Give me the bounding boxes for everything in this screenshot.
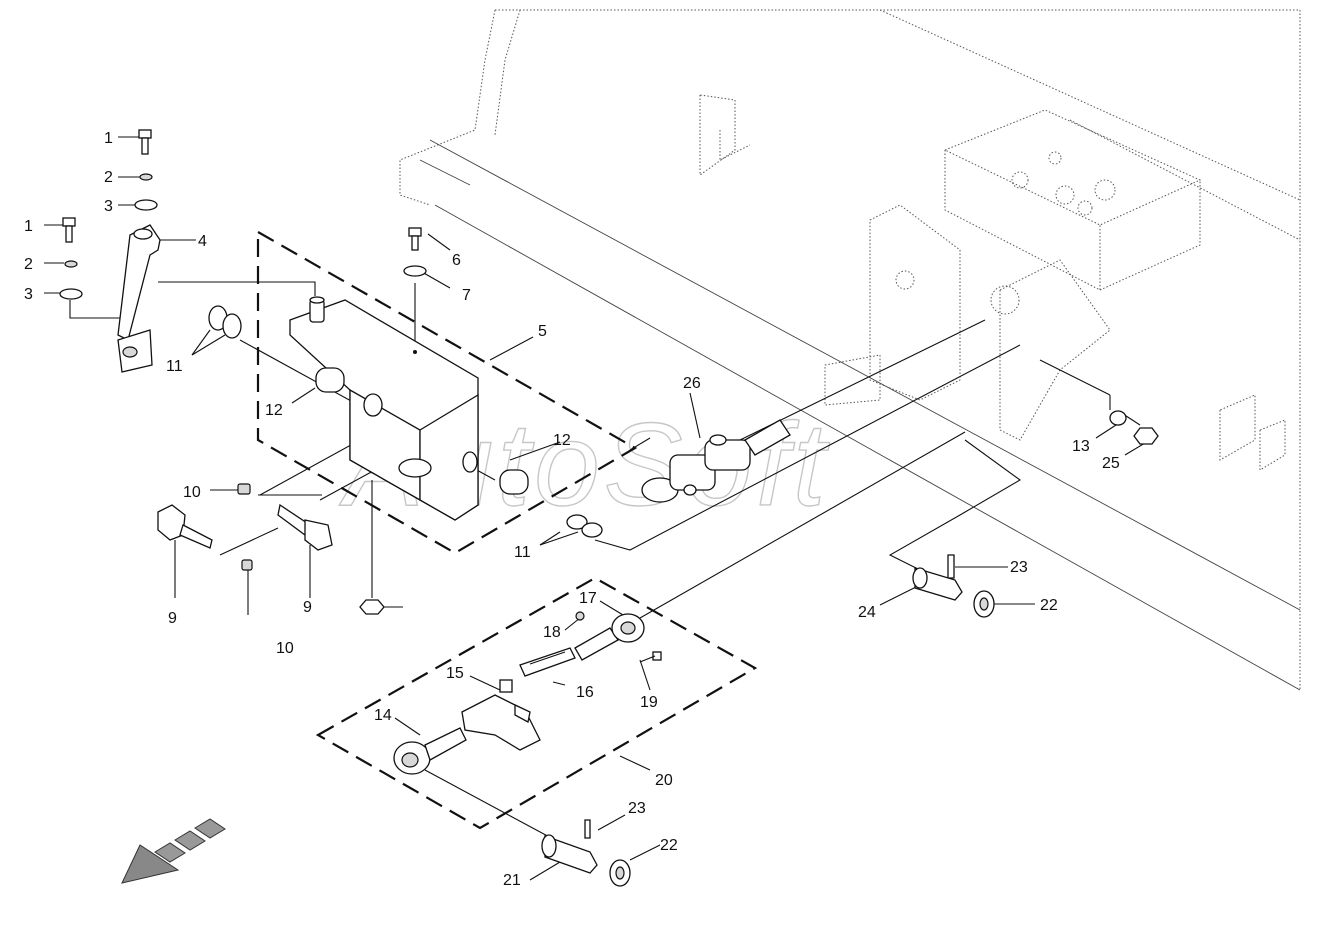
callout-20: 20 <box>655 772 673 789</box>
callout-25: 25 <box>1102 455 1120 472</box>
nut-8 <box>359 599 385 615</box>
callout-10: 10 <box>183 484 201 501</box>
callout-9: 9 <box>168 610 177 627</box>
o-ring-11-upper <box>208 305 242 339</box>
flat-washer-3-upper <box>134 199 158 211</box>
washer-13 <box>1109 410 1127 426</box>
callout-21: 21 <box>503 872 521 889</box>
callout-12: 12 <box>553 432 571 449</box>
callout-1: 1 <box>24 218 33 235</box>
washer-22-lower <box>609 859 631 887</box>
callout-22: 22 <box>1040 597 1058 614</box>
lock-washer-2-upper <box>139 173 153 181</box>
callout-17: 17 <box>579 590 597 607</box>
callout-11: 11 <box>166 358 183 375</box>
bushing-12-upper <box>315 367 345 393</box>
callout-14: 14 <box>374 707 392 724</box>
nut-18 <box>575 611 585 621</box>
washer-7 <box>403 265 427 277</box>
callout-5: 5 <box>538 323 547 340</box>
callout-13: 13 <box>1072 438 1090 455</box>
bolt-1-lower <box>62 217 76 243</box>
o-ring-11-lower <box>566 514 603 538</box>
callout-labels: 1 2 3 1 2 3 4 5 6 7 9 9 10 10 11 11 12 1… <box>24 130 1120 889</box>
callout-22: 22 <box>660 837 678 854</box>
callout-12: 12 <box>265 402 283 419</box>
rod-end-17 <box>574 613 645 661</box>
callout-11: 11 <box>514 544 531 561</box>
link-arm-4 <box>117 224 161 373</box>
bolt-1-upper <box>138 129 152 155</box>
callout-18: 18 <box>543 624 561 641</box>
callout-6: 6 <box>452 252 461 269</box>
support-bracket-5 <box>289 296 479 521</box>
bolt-19 <box>639 651 662 663</box>
pivot-bolt-9-right <box>277 503 333 551</box>
flat-washer-3-lower <box>59 288 83 300</box>
callout-4: 4 <box>198 233 207 250</box>
washer-22-upper <box>973 590 995 618</box>
machine-frame <box>399 9 1301 691</box>
callout-2: 2 <box>24 256 33 273</box>
callout-26: 26 <box>683 375 701 392</box>
callout-19: 19 <box>640 694 658 711</box>
grease-fitting-10-lower <box>241 559 253 571</box>
slotted-rod-16 <box>519 647 576 677</box>
callout-10: 10 <box>276 640 294 657</box>
callout-3: 3 <box>104 198 113 215</box>
callout-16: 16 <box>576 684 594 701</box>
nut-25 <box>1133 427 1159 445</box>
rod-end-14 <box>393 727 467 775</box>
universal-joint-26 <box>641 419 791 503</box>
callout-23: 23 <box>628 800 646 817</box>
callout-23: 23 <box>1010 559 1028 576</box>
pivot-bolt-9-left <box>157 504 213 549</box>
cotter-pin-23-lower <box>584 819 591 839</box>
linkage-assembly-outline <box>315 576 758 830</box>
callout-24: 24 <box>858 604 876 621</box>
callout-2: 2 <box>104 169 113 186</box>
callout-1: 1 <box>104 130 113 147</box>
bolt-6 <box>408 227 422 251</box>
pin-24 <box>912 567 963 601</box>
clevis-body-15 <box>461 679 541 751</box>
cotter-pin-23-upper <box>947 554 955 579</box>
callout-15: 15 <box>446 665 464 682</box>
front-direction-arrow-icon <box>121 818 226 884</box>
callout-3: 3 <box>24 286 33 303</box>
lock-washer-2-lower <box>64 260 78 268</box>
grease-fitting-10-upper <box>237 483 251 495</box>
callout-7: 7 <box>462 287 471 304</box>
pin-21 <box>541 834 598 874</box>
bushing-12-lower <box>499 469 529 495</box>
callout-9: 9 <box>303 599 312 616</box>
